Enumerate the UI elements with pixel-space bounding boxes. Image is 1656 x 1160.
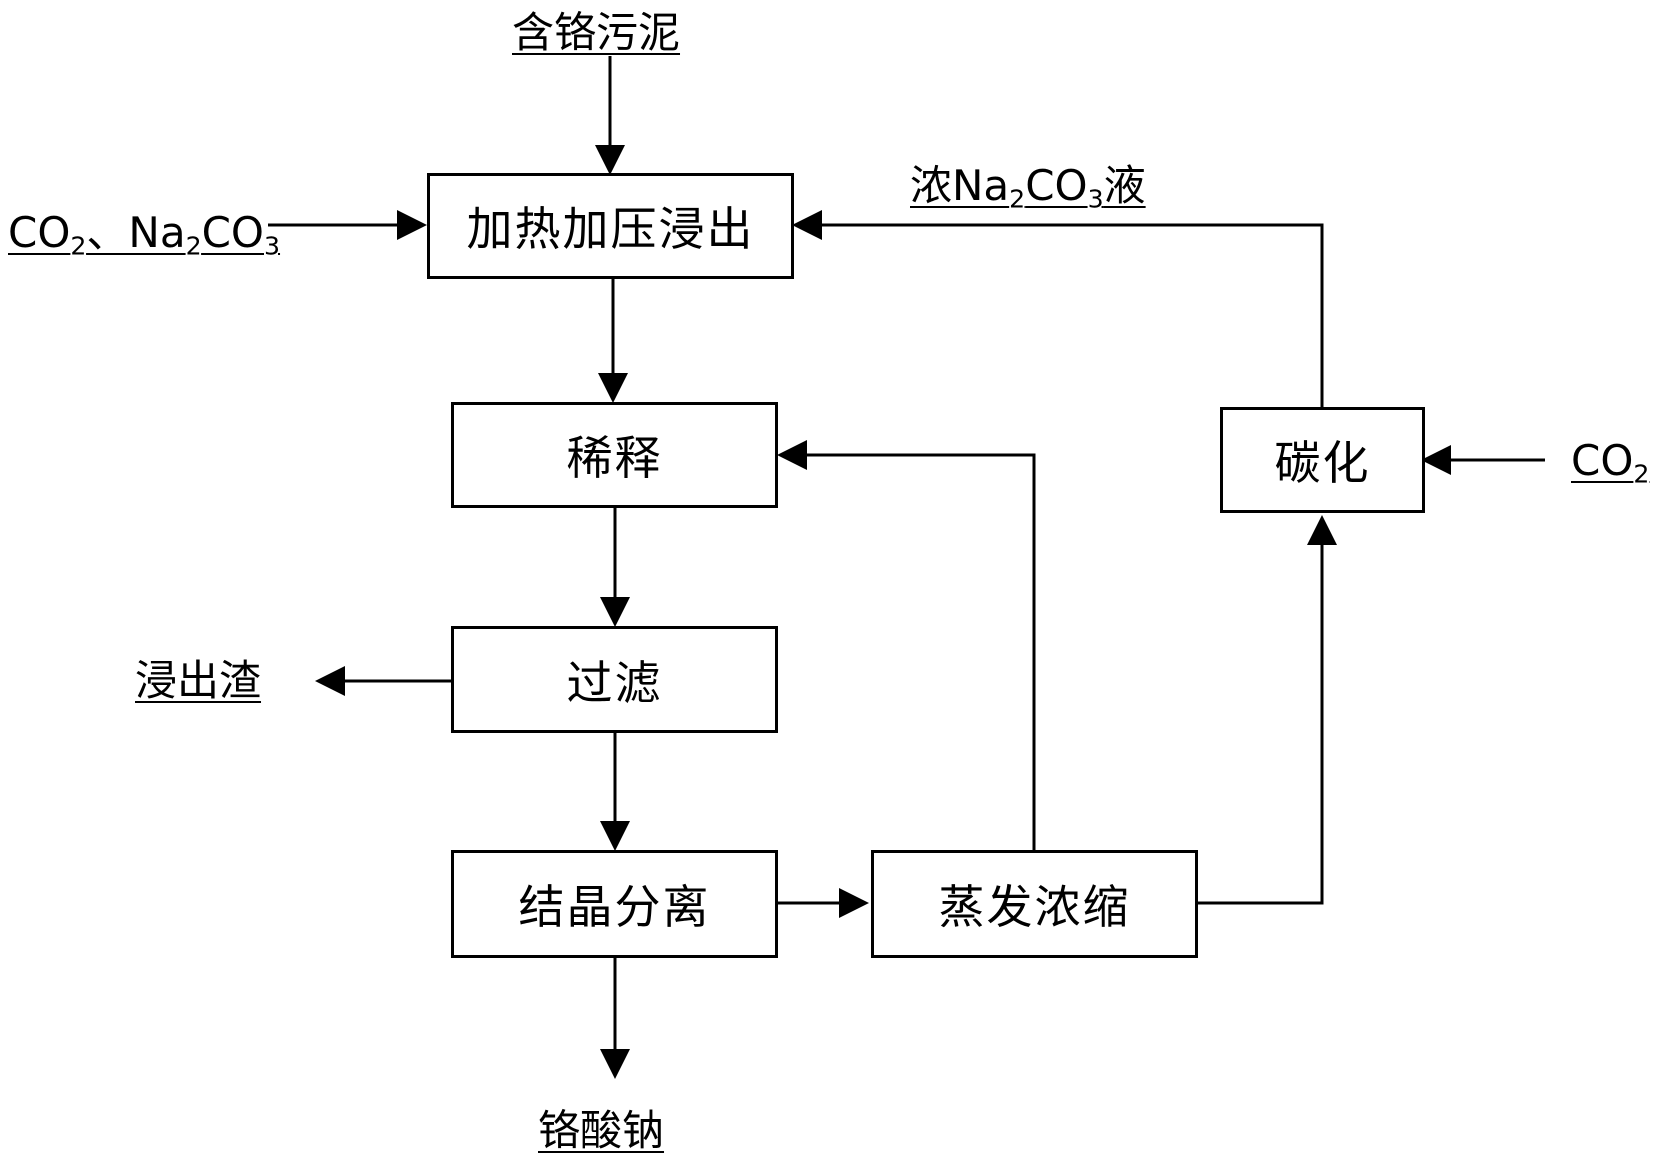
- recycle-concentrated-na2co3-liquor: 浓Na2CO3液: [910, 161, 1146, 214]
- output-leach-residue: 浸出渣: [135, 656, 262, 705]
- node-crystallization-separation: 结晶分离: [451, 850, 778, 958]
- node-label: 加热加压浸出: [466, 202, 755, 256]
- node-label: 过滤: [566, 655, 663, 710]
- input-co2-na2co3: CO2、Na2CO3: [8, 208, 281, 261]
- node-filtration: 过滤: [451, 626, 778, 733]
- arrow-evaporate-to-dilute: [777, 440, 1036, 851]
- arrow-evaporate-to-carbonize: [1198, 515, 1337, 905]
- node-label: 蒸发浓缩: [938, 880, 1131, 934]
- node-carbonization: 碳化: [1220, 407, 1425, 513]
- output-sodium-chromate: 铬酸钠: [538, 1106, 665, 1155]
- arrow-carbonize-to-leach: [792, 210, 1324, 407]
- input-co2: CO2: [1571, 436, 1650, 489]
- node-dilution: 稀释: [451, 402, 778, 508]
- input-chromium-sludge: 含铬污泥: [512, 8, 681, 57]
- node-label: 结晶分离: [518, 880, 711, 934]
- node-label: 碳化: [1274, 436, 1371, 490]
- node-label: 稀释: [566, 431, 663, 485]
- node-pressure-leaching: 加热加压浸出: [427, 173, 794, 279]
- node-evaporation-concentration: 蒸发浓缩: [871, 850, 1198, 958]
